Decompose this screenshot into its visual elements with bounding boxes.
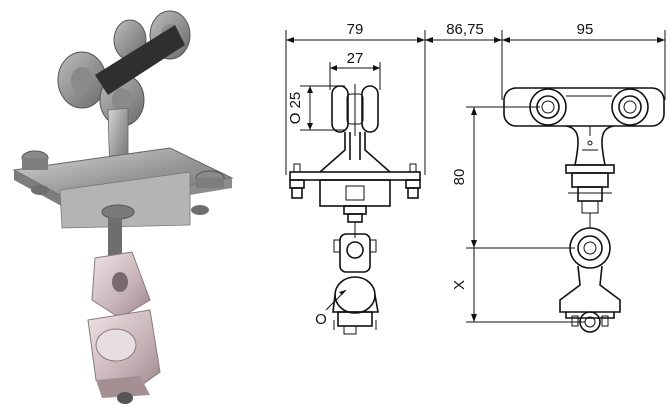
front-bolt bbox=[343, 205, 367, 238]
dim-overall-width: 79 bbox=[285, 21, 426, 175]
dim-height: 80 bbox=[451, 106, 575, 249]
dim-overall-width-label: 79 bbox=[347, 21, 364, 38]
side-stem bbox=[565, 125, 615, 228]
side-clamp bbox=[559, 227, 621, 333]
side-view-drawing: 86,75 95 bbox=[425, 21, 666, 333]
front-hanger bbox=[319, 132, 391, 173]
photo-axle-bar bbox=[95, 25, 185, 95]
front-clamp bbox=[332, 233, 379, 335]
dim-variable-label: X bbox=[451, 280, 468, 290]
photo-clamp bbox=[87, 251, 161, 404]
dim-clamp-diameter: O bbox=[315, 289, 347, 328]
dim-offset-label: 86,75 bbox=[446, 21, 484, 38]
dim-right-width: 95 bbox=[501, 21, 666, 100]
front-view-drawing: 79 27 O 25 bbox=[285, 21, 426, 335]
dim-variable: X bbox=[451, 248, 585, 323]
front-plate bbox=[289, 163, 421, 207]
dim-clamp-diameter-label: O bbox=[315, 311, 327, 328]
photo-bolt bbox=[108, 218, 122, 258]
dim-wheel-spacing-label: 27 bbox=[347, 50, 364, 67]
dim-wheel-spacing: 27 bbox=[329, 50, 381, 90]
photo-base-plate bbox=[12, 147, 234, 229]
dim-wheel-diameter-label: O 25 bbox=[287, 92, 304, 125]
dim-height-label: 80 bbox=[451, 169, 468, 186]
trolley-photo bbox=[12, 10, 234, 404]
dim-wheel-diameter: O 25 bbox=[287, 85, 345, 131]
front-wheels bbox=[331, 84, 379, 136]
dim-right-width-label: 95 bbox=[577, 21, 594, 38]
dim-offset: 86,75 bbox=[425, 21, 502, 43]
